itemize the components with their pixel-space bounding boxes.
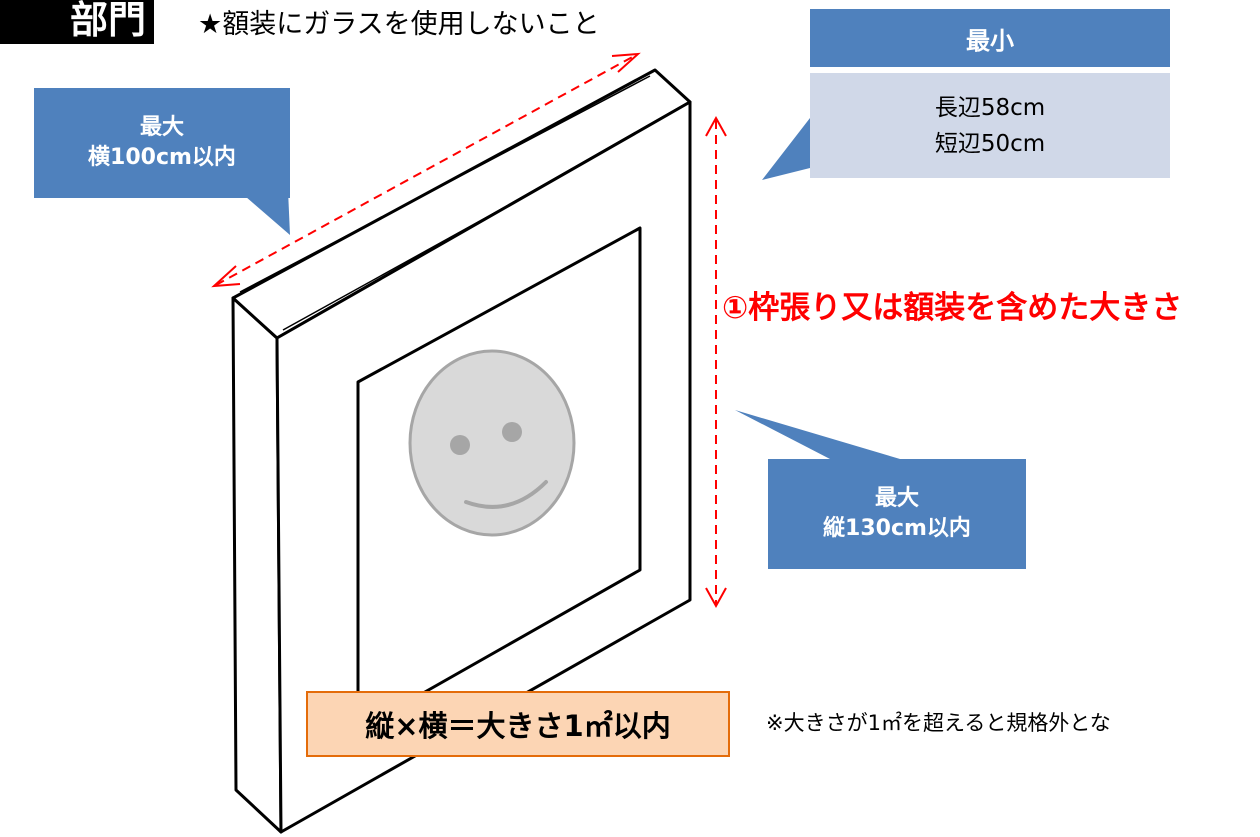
frame-top-edge-sketch-line [239, 75, 651, 293]
smiley-face-icon [408, 349, 576, 537]
minimum-long-side: 長辺58cm [934, 94, 1046, 121]
size-rule-label: ①枠張り又は額装を含めた大きさ [722, 290, 1183, 326]
max-width-callout-value: 横100cm以内 [88, 145, 236, 170]
smiley-eye-icon [450, 435, 470, 455]
max-width-callout-title: 最大 [139, 115, 184, 140]
out-of-spec-footnote: ※大きさが1㎡を超えると規格外とな [766, 711, 1111, 735]
glass-warning-note: ★額装にガラスを使用しないこと [198, 9, 600, 40]
callout-tail-max-width [238, 190, 290, 235]
height-arrowhead-icon [705, 115, 727, 137]
max-height-callout: 最大 縦130cm以内 [768, 459, 1026, 569]
minimum-size-body: 長辺58cm 短辺50cm [810, 73, 1170, 178]
height-arrowhead-icon [705, 587, 727, 609]
width-arrowhead-icon [611, 52, 641, 73]
callout-tail-max-height [735, 410, 900, 459]
division-label: 部門 [0, 0, 154, 44]
smiley-eye-icon [502, 422, 522, 442]
width-arrowhead-icon [211, 265, 241, 288]
minimum-size-header: 最小 [810, 9, 1170, 67]
max-height-callout-value: 縦130cm以内 [823, 516, 971, 541]
minimum-short-side: 短辺50cm [934, 130, 1046, 157]
area-rule-box: 縦×横＝大きさ1㎡以内 [306, 691, 730, 757]
callout-tail-minimum [762, 118, 810, 180]
smiley-mouth-icon [464, 480, 548, 509]
width-dimension-arrow [215, 54, 637, 286]
frame-side-edge [231, 296, 283, 834]
max-width-callout: 最大 横100cm以内 [34, 88, 290, 198]
max-height-callout-title: 最大 [874, 486, 919, 511]
